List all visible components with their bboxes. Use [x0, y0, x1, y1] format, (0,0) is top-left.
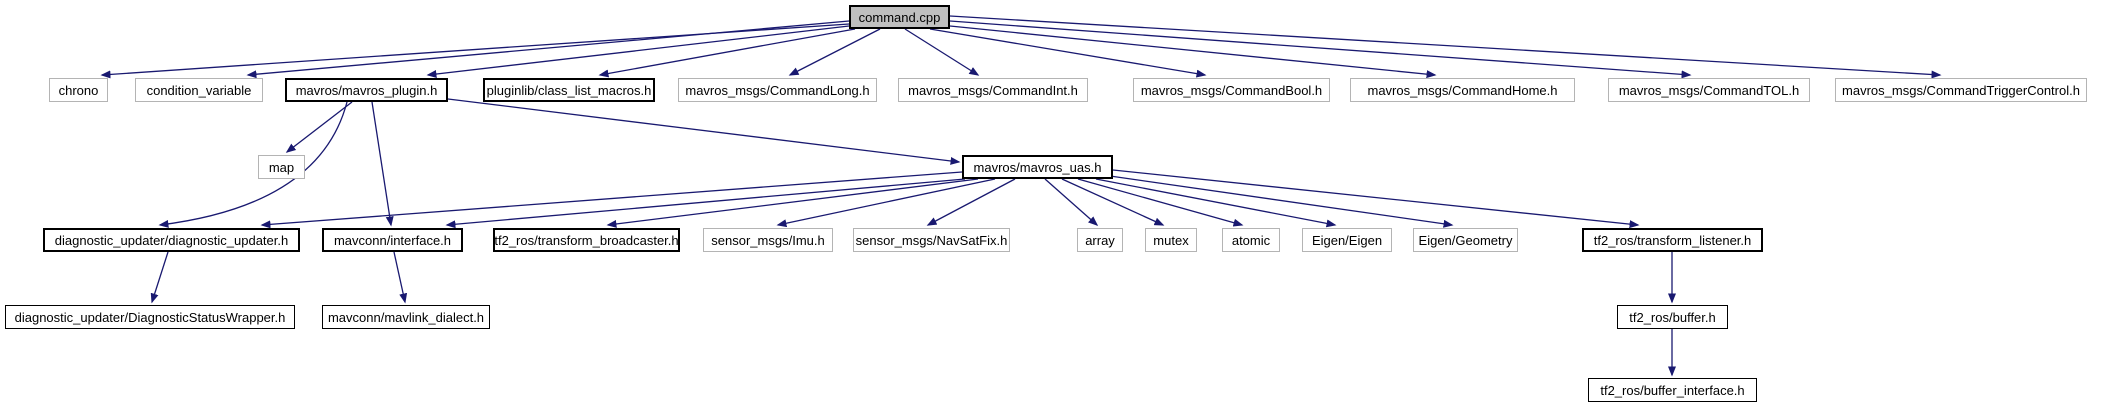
edge-diag_updater-to-diag_wrapper	[150, 251, 169, 304]
graph-node-eigen_eigen: Eigen/Eigen	[1302, 228, 1392, 252]
graph-node-chrono: chrono	[49, 78, 108, 102]
graph-node-tf2_buffer[interactable]: tf2_ros/buffer.h	[1617, 305, 1728, 329]
graph-node-diag_updater[interactable]: diagnostic_updater/diagnostic_updater.h	[43, 228, 300, 252]
graph-node-label: mavconn/mavlink_dialect.h	[327, 309, 485, 325]
edge-command_cpp-to-cmd_trigger	[949, 15, 1942, 79]
graph-node-label: pluginlib/class_list_macros.h	[486, 82, 652, 98]
graph-node-label: mavros_msgs/CommandHome.h	[1367, 82, 1558, 98]
graph-node-map: map	[258, 155, 305, 179]
graph-node-tf2_listener[interactable]: tf2_ros/transform_listener.h	[1582, 228, 1763, 252]
edge-mavros_uas-to-eigen_geometry	[1109, 175, 1454, 228]
graph-node-pluginlib[interactable]: pluginlib/class_list_macros.h	[483, 78, 655, 102]
graph-node-imu: sensor_msgs/Imu.h	[703, 228, 833, 252]
graph-node-cmd_tol: mavros_msgs/CommandTOL.h	[1608, 78, 1810, 102]
edge-mavros_plugin-to-diag_updater	[158, 101, 348, 228]
graph-node-cmd_int: mavros_msgs/CommandInt.h	[898, 78, 1088, 102]
graph-node-label: tf2_ros/buffer_interface.h	[1600, 382, 1745, 398]
edge-mavros_plugin-to-map	[285, 101, 353, 153]
graph-node-label: mavros/mavros_uas.h	[973, 159, 1102, 175]
graph-node-mavconn_iface[interactable]: mavconn/interface.h	[322, 228, 463, 252]
edge-command_cpp-to-mavros_plugin	[426, 25, 850, 78]
graph-node-label: mavros_msgs/CommandTriggerControl.h	[1842, 82, 2080, 98]
graph-node-label: map	[268, 159, 295, 175]
graph-node-command_cpp[interactable]: command.cpp	[849, 5, 950, 29]
edge-command_cpp-to-cmd_home	[949, 25, 1437, 79]
graph-node-tf2_broadcaster[interactable]: tf2_ros/transform_broadcaster.h	[493, 228, 680, 252]
edge-mavros_uas-to-mavconn_iface	[445, 178, 966, 229]
edge-mavconn_iface-to-mavlink_dialect	[393, 251, 408, 304]
graph-node-label: Eigen/Geometry	[1418, 232, 1513, 248]
graph-node-label: atomic	[1231, 232, 1271, 248]
edge-mavros_uas-to-mutex	[1061, 178, 1165, 226]
edge-command_cpp-to-cmd_int	[904, 28, 980, 76]
edge-mavros_uas-to-diag_updater	[260, 171, 963, 229]
graph-node-diag_wrapper[interactable]: diagnostic_updater/DiagnosticStatusWrapp…	[5, 305, 295, 329]
graph-node-label: mavconn/interface.h	[333, 232, 452, 248]
graph-node-mutex: mutex	[1145, 228, 1197, 252]
graph-node-label: chrono	[58, 82, 99, 98]
edge-mavros_uas-to-tf2_listener	[1112, 169, 1640, 229]
graph-node-label: sensor_msgs/Imu.h	[711, 232, 825, 248]
graph-node-label: array	[1085, 232, 1115, 248]
graph-node-cmd_home: mavros_msgs/CommandHome.h	[1350, 78, 1575, 102]
graph-node-label: diagnostic_updater/diagnostic_updater.h	[54, 232, 289, 248]
graph-node-navsatfix: sensor_msgs/NavSatFix.h	[853, 228, 1010, 252]
graph-node-cmd_long: mavros_msgs/CommandLong.h	[678, 78, 877, 102]
edge-command_cpp-to-cmd_bool	[929, 28, 1207, 78]
edge-mavros_plugin-to-mavros_uas	[447, 98, 961, 165]
graph-node-label: tf2_ros/transform_broadcaster.h	[494, 232, 679, 248]
graph-node-eigen_geometry: Eigen/Geometry	[1413, 228, 1518, 252]
graph-node-label: mutex	[1153, 232, 1189, 248]
edge-mavros_uas-to-array	[1044, 178, 1099, 226]
graph-node-tf2_buffer_iface[interactable]: tf2_ros/buffer_interface.h	[1588, 378, 1757, 402]
graph-node-array: array	[1077, 228, 1123, 252]
graph-node-label: condition_variable	[146, 82, 252, 98]
graph-node-label: mavros_msgs/CommandBool.h	[1140, 82, 1323, 98]
edge-mavros_uas-to-tf2_broadcaster	[606, 178, 979, 228]
graph-node-label: mavros_msgs/CommandLong.h	[685, 82, 870, 98]
edge-mavros_uas-to-eigen_eigen	[1095, 178, 1337, 228]
graph-node-label: sensor_msgs/NavSatFix.h	[855, 232, 1008, 248]
graph-node-label: mavros_msgs/CommandInt.h	[908, 82, 1078, 98]
edge-mavros_uas-to-navsatfix	[926, 178, 1016, 226]
graph-node-mavlink_dialect[interactable]: mavconn/mavlink_dialect.h	[322, 305, 490, 329]
graph-node-mavros_plugin[interactable]: mavros/mavros_plugin.h	[285, 78, 448, 102]
graph-node-condition_variable: condition_variable	[135, 78, 263, 102]
graph-node-cmd_trigger: mavros_msgs/CommandTriggerControl.h	[1835, 78, 2087, 102]
graph-node-label: tf2_ros/buffer.h	[1629, 309, 1716, 325]
graph-node-label: mavros_msgs/CommandTOL.h	[1618, 82, 1800, 98]
graph-node-label: command.cpp	[858, 9, 941, 25]
graph-node-label: diagnostic_updater/DiagnosticStatusWrapp…	[14, 309, 286, 325]
graph-node-label: tf2_ros/transform_listener.h	[1593, 232, 1752, 248]
edge-mavros_uas-to-imu	[776, 178, 996, 228]
edge-mavros_plugin-to-mavconn_iface	[371, 101, 394, 227]
edge-command_cpp-to-pluginlib	[598, 28, 856, 78]
graph-node-atomic: atomic	[1222, 228, 1280, 252]
graph-node-label: mavros/mavros_plugin.h	[295, 82, 438, 98]
edge-command_cpp-to-cmd_tol	[949, 20, 1692, 79]
graph-node-label: Eigen/Eigen	[1311, 232, 1383, 248]
edge-mavros_uas-to-atomic	[1077, 178, 1244, 227]
graph-node-mavros_uas[interactable]: mavros/mavros_uas.h	[962, 155, 1113, 179]
edge-command_cpp-to-cmd_long	[788, 28, 881, 76]
edge-command_cpp-to-condition_variable	[246, 20, 850, 79]
graph-node-cmd_bool: mavros_msgs/CommandBool.h	[1133, 78, 1330, 102]
